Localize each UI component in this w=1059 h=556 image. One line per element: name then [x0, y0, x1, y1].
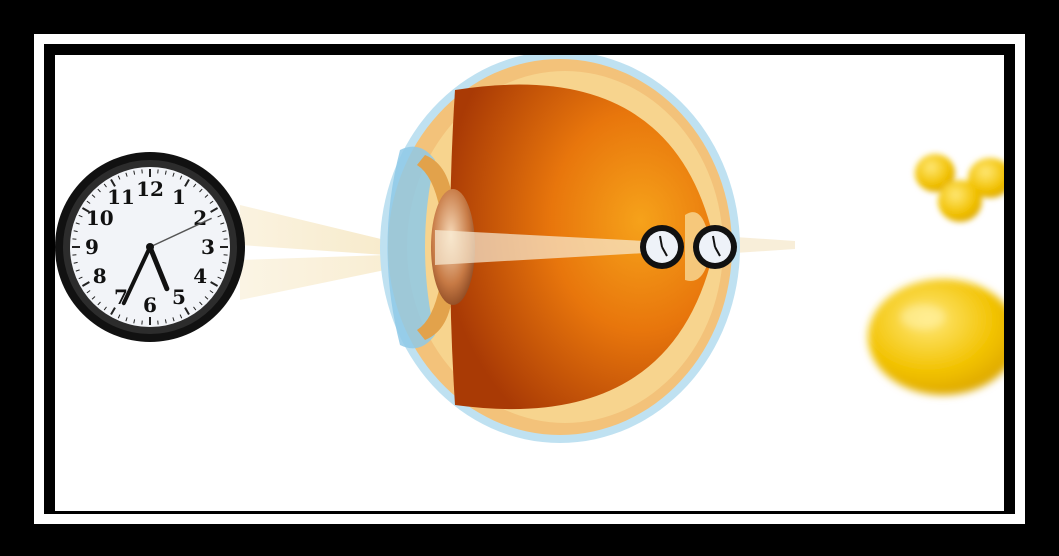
- clock-numeral: 9: [85, 235, 99, 259]
- clock-numeral: 5: [172, 285, 186, 309]
- clock-numeral: 6: [143, 293, 157, 317]
- clock-numeral: 12: [136, 177, 164, 201]
- clock-numeral: 11: [107, 185, 135, 209]
- lemon-cluster: [915, 154, 1004, 222]
- clock-numeral: 1: [172, 185, 186, 209]
- clock-numeral: 8: [93, 264, 107, 288]
- retina-image-clock: [640, 225, 684, 269]
- focal-point-clock: [693, 225, 737, 269]
- clock-numeral: 3: [201, 235, 215, 259]
- lemon-large: [868, 279, 1004, 395]
- clock-numeral: 4: [193, 264, 207, 288]
- clock-numeral: 10: [86, 206, 114, 230]
